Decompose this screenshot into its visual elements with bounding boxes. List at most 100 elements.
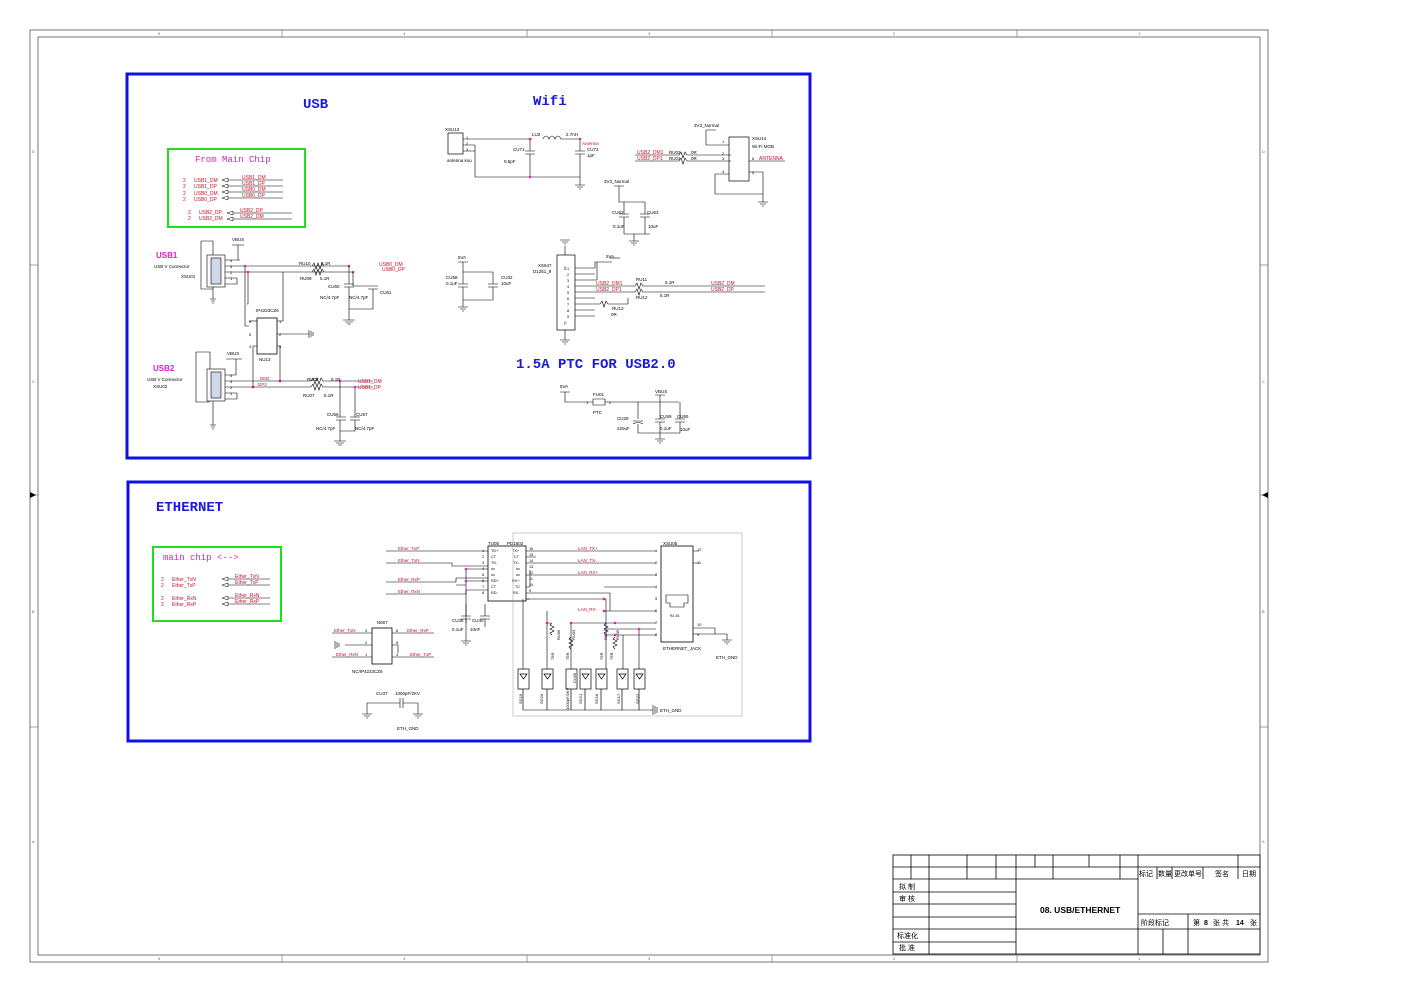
ru13-ref: RU13: [612, 306, 624, 311]
usb2-desc: USB V Connector: [147, 377, 183, 382]
xsu05-rp-11: 11: [697, 560, 702, 565]
usb0-dp-net: USB0_DP: [382, 267, 405, 273]
nu13-chip: [256, 317, 278, 355]
cu32-val: 10uF: [501, 281, 512, 286]
res-label-4: RU03: [571, 629, 576, 640]
cu59-ref: CU59: [660, 414, 672, 419]
tu05-lp-2: 2: [482, 555, 484, 559]
eth-gnd-jack: ETH_GND: [716, 655, 738, 660]
xsu14-pin-1: 1: [722, 139, 725, 144]
xsu05-lp-5: 5: [655, 596, 658, 601]
xsu05-lp-7: 7: [655, 620, 658, 625]
xsu13-desc: antenna kou: [447, 158, 472, 163]
fm-pin-4: USB0_DP: [194, 197, 217, 203]
usb2-dp1-net: USB2_DP1: [637, 156, 663, 162]
mc-net-4: Ether_RxP: [235, 599, 260, 605]
xsu14-pin-4: 4: [722, 169, 725, 174]
fm-pin-1: USB1_DM: [194, 178, 218, 184]
tb-sheet-prefix: 第: [1193, 918, 1200, 927]
tu05-ll-4: nc: [491, 567, 495, 571]
tu05-ll-7: CT: [491, 585, 497, 589]
n607-lp-3: 3: [365, 628, 368, 633]
cu29-val: 220uF: [617, 426, 630, 431]
xsu13-pin-1: 1: [466, 135, 469, 140]
row-tick-b: B: [32, 609, 35, 614]
fm-net-4: USB0_DP: [242, 193, 265, 199]
usb2-pin-4: 4: [230, 373, 233, 378]
tvs-label-1: SG19: [518, 693, 523, 704]
tu05-rl-4: nc: [516, 567, 520, 571]
n607-rp-5: 5: [396, 640, 399, 645]
ethernet-title: ETHERNET: [156, 500, 223, 516]
outer-frame: [29, 29, 1269, 963]
nu13-pin-6: 6: [249, 319, 252, 324]
ru02-ref: RU02: [669, 150, 681, 155]
xs647-pin-1: 1: [567, 267, 569, 271]
xsu13-connector: [447, 132, 464, 155]
col-tick-2: 2: [893, 31, 896, 36]
ru01-ref: RU01: [669, 156, 681, 161]
cu72-val: 1pF: [587, 153, 595, 158]
col-tick-2-bottom: 2: [893, 956, 896, 961]
n607-chip: [371, 627, 393, 665]
cu60-val: NC/4.7pF: [320, 295, 340, 300]
xs647-desc: D1251_9: [533, 269, 552, 274]
v5a-right: 5VA: [606, 254, 614, 259]
usb2-dm1-net-r: USB2_DM1: [596, 281, 623, 287]
lan-txp-net: LAN_TX+: [578, 546, 598, 551]
cu32-ref: CU32: [501, 275, 513, 280]
xs647-ref: XS647: [538, 263, 552, 268]
tb-row-5: 标准化: [897, 931, 918, 940]
col-tick-4-bottom: 4: [403, 956, 406, 961]
tu05-ll-8: RD-: [491, 591, 498, 595]
usb2-label: USB2: [153, 364, 175, 373]
cu37-ref: CU37: [376, 691, 388, 696]
tu05-ll-6: RD+: [491, 579, 499, 583]
res-label-3: 75R: [565, 653, 570, 660]
n607-part: NC/IP4223CZ6: [352, 669, 383, 674]
tu05-rl-3: TX-: [513, 561, 520, 565]
xs647-pin-2: 2: [567, 273, 569, 277]
res-label-2: RU06: [556, 629, 561, 640]
usb1-ref: XSU01: [181, 274, 196, 279]
tu05-part: PD1602: [507, 541, 524, 546]
tb-header-2: 数量: [1158, 869, 1172, 878]
usb1-dm-net: USB1_DM: [358, 379, 382, 385]
tu05-rp-16: 16: [529, 547, 533, 551]
cu58-val: 0.1uF: [446, 281, 458, 286]
usb2-pin-3: 3: [230, 379, 233, 384]
tb-header-3: 更改单号: [1174, 869, 1202, 878]
cu62-val: 0.1uF: [613, 224, 625, 229]
usb1-label: USB1: [156, 251, 178, 260]
col-tick-3-bottom: 3: [648, 956, 651, 961]
fm-net-3: USB0_DM: [242, 187, 266, 193]
xs647-pin-6: 6: [567, 297, 569, 301]
tu05-ll-1: TD+: [491, 549, 499, 553]
n607-lp-1: 1: [365, 652, 368, 657]
xs647-pin-5: 5: [567, 291, 569, 295]
fm-pin-2: USB1_DP: [194, 184, 217, 190]
tu05-rp-9: 9: [529, 589, 531, 593]
mc-pin-3: Ether_RxN: [172, 596, 197, 602]
row-tick-c-right: C: [1262, 379, 1265, 384]
tvs-label-4: CU39: [572, 672, 577, 683]
usb2-pin-2: 2: [230, 385, 233, 390]
eth-gnd-cu37: ETH_GND: [397, 726, 419, 731]
tvs-label-5: SG21: [578, 693, 583, 704]
cu40-ref: CU40: [472, 618, 484, 623]
usb1-dp-net: USB1_DP: [358, 385, 381, 391]
res-label-5: 75R: [599, 653, 604, 660]
tvs-label-7: SG17: [616, 693, 621, 704]
res-label-8: RU05: [615, 629, 620, 640]
tu05-transformer: [487, 545, 527, 602]
tb-header-5: 日期: [1242, 870, 1256, 878]
row-tick-a-right: A: [1262, 839, 1265, 844]
xsu05-lp-3: 3: [655, 572, 658, 577]
tu05-rl-5: nc: [516, 573, 520, 577]
xs647-pin-4: 4: [567, 285, 569, 289]
ru08-val: 5.1R: [331, 377, 341, 382]
cu57-val: NC/4.7pF: [355, 426, 375, 431]
cu61-val: NC/4.7pF: [349, 295, 369, 300]
row-tick-d-right: D: [1262, 149, 1265, 154]
cu71-ref: CU71: [513, 147, 525, 152]
